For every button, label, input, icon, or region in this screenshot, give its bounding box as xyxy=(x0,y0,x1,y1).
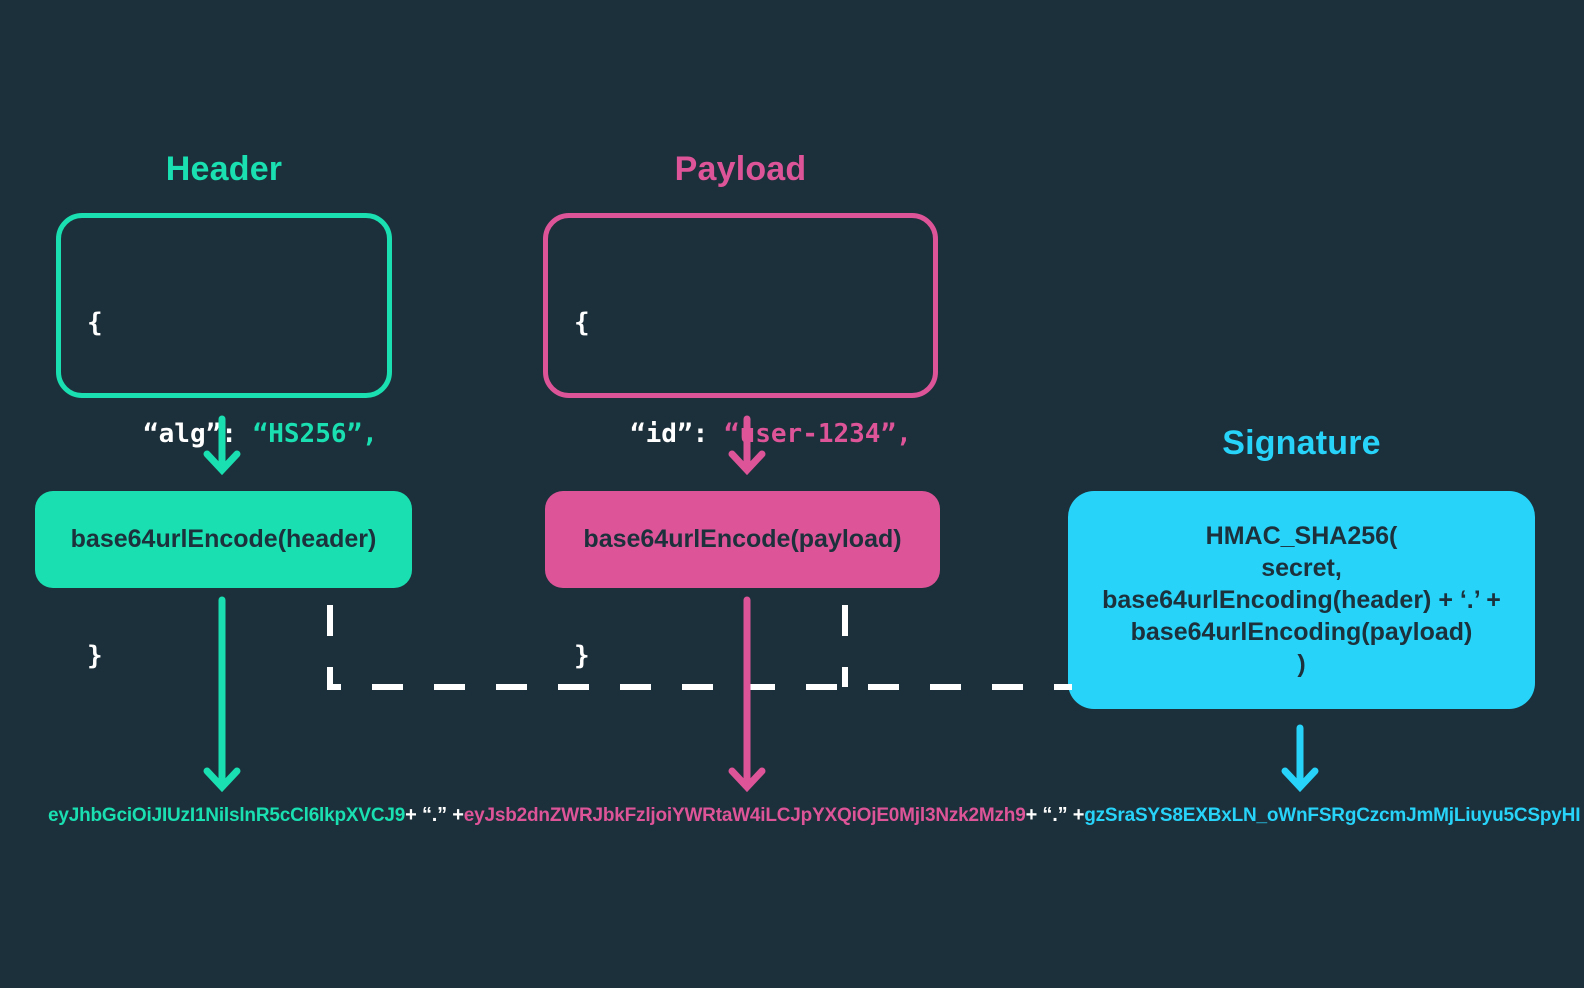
signature-hmac-box: HMAC_SHA256( secret, base64urlEncoding(h… xyxy=(1068,491,1535,709)
header-alg-value: “HS256”, xyxy=(252,419,378,449)
hmac-line: HMAC_SHA256( xyxy=(1205,522,1398,550)
payload-code-box: { “id”: “user-1234”, “exp”: “1652297430”… xyxy=(543,213,938,671)
payload-id-value: “user-1234”, xyxy=(723,419,912,449)
jwt-token-string: eyJhbGciOiJIUzI1NilslnR5cCl6lkpXVCJ9 + “… xyxy=(48,804,1580,827)
hmac-line: secret, xyxy=(1261,554,1342,582)
encode-payload-label: base64urlEncode(payload) xyxy=(583,525,902,553)
token-header-segment: eyJhbGciOiJIUzI1NilslnR5cCl6lkpXVCJ9 xyxy=(48,805,406,826)
payload-id-line: “id”: “user-1234”, xyxy=(574,416,912,453)
token-payload-segment: eyJsb2dnZWRJbkFzljoiYWRtaW4iLCJpYXQiOjE0… xyxy=(463,805,1026,826)
token-signature-segment: gzSraSYS8EXBxLN_oWnFSRgCzcmJmMjLiuyu5CSp… xyxy=(1084,805,1581,826)
header-close-brace: } xyxy=(87,641,103,671)
encode-header-label: base64urlEncode(header) xyxy=(70,525,377,553)
payload-id-key: “id”: xyxy=(630,419,724,449)
token-separator: + “.” + xyxy=(1025,804,1085,826)
payload-open-brace: { xyxy=(574,308,590,338)
header-code-box: { “alg”: “HS256”, “typ”: “JWT” } xyxy=(56,213,392,671)
arrow-down-signature-icon xyxy=(1281,724,1319,793)
encode-header-box: base64urlEncode(header) xyxy=(35,491,412,588)
payload-close-brace: } xyxy=(574,641,590,671)
dashed-connector-line xyxy=(327,605,1072,690)
arrow-down-encoded-payload-icon xyxy=(728,596,766,793)
hmac-line: ) xyxy=(1297,650,1306,678)
hmac-line: base64urlEncoding(header) + ‘.’ + xyxy=(1102,586,1501,614)
arrow-down-payload-icon xyxy=(728,415,766,476)
payload-title: Payload xyxy=(674,150,807,188)
arrow-down-encoded-header-icon xyxy=(203,596,241,793)
encode-payload-box: base64urlEncode(payload) xyxy=(545,491,940,588)
token-separator: + “.” + xyxy=(405,804,464,826)
signature-title: Signature xyxy=(1222,424,1381,462)
hmac-line: base64urlEncoding(payload) xyxy=(1130,618,1473,646)
header-title: Header xyxy=(165,150,283,188)
header-open-brace: { xyxy=(87,308,103,338)
arrow-down-header-icon xyxy=(203,415,241,476)
